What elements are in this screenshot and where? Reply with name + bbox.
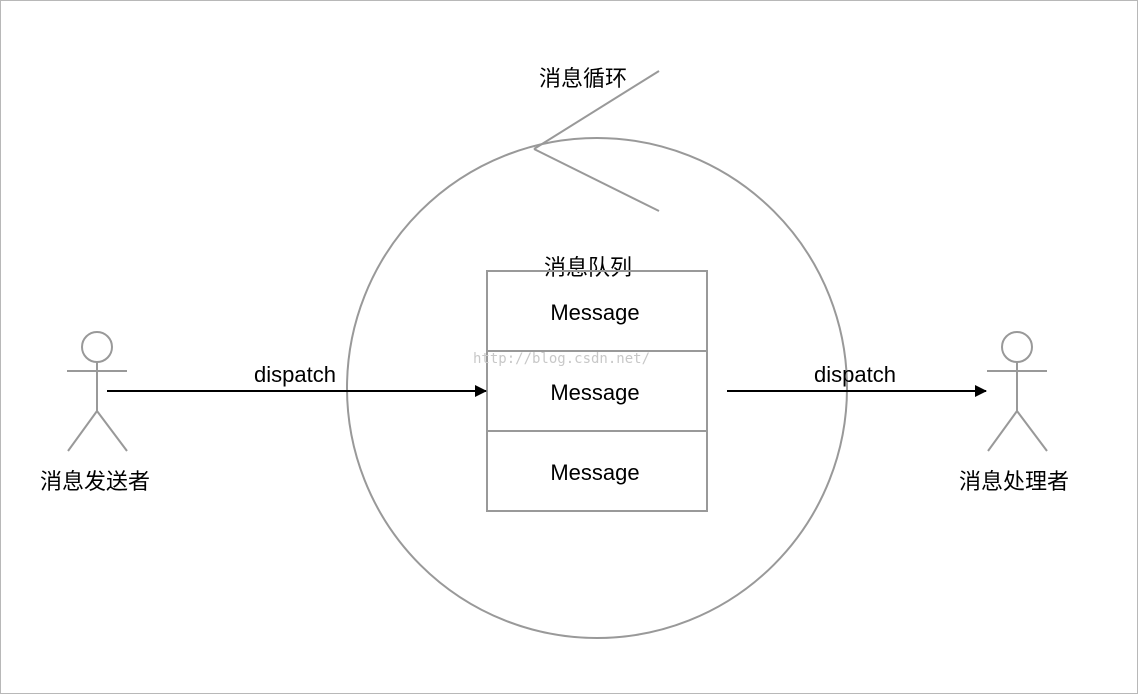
loop-direction-arrow-icon bbox=[533, 70, 660, 212]
queue-slot-3 bbox=[486, 430, 708, 512]
sender-label: 消息发送者 bbox=[40, 469, 150, 494]
dispatch-out-label: dispatch bbox=[814, 362, 896, 387]
sender-actor-icon bbox=[67, 331, 128, 452]
message-queue: Message Message Message bbox=[486, 270, 708, 512]
message-queue-label: 消息队列 bbox=[544, 255, 632, 280]
dispatch-in-label: dispatch bbox=[254, 362, 336, 387]
message-loop-circle bbox=[346, 137, 848, 639]
handler-actor-icon bbox=[987, 331, 1048, 452]
queue-message-1: Message bbox=[550, 300, 639, 325]
handler-label: 消息处理者 bbox=[959, 469, 1069, 494]
queue-message-2: Message bbox=[550, 380, 639, 405]
message-loop-label: 消息循环 bbox=[539, 66, 627, 91]
watermark-text: http://blog.csdn.net/ bbox=[473, 351, 650, 367]
queue-message-3: Message bbox=[550, 460, 639, 485]
